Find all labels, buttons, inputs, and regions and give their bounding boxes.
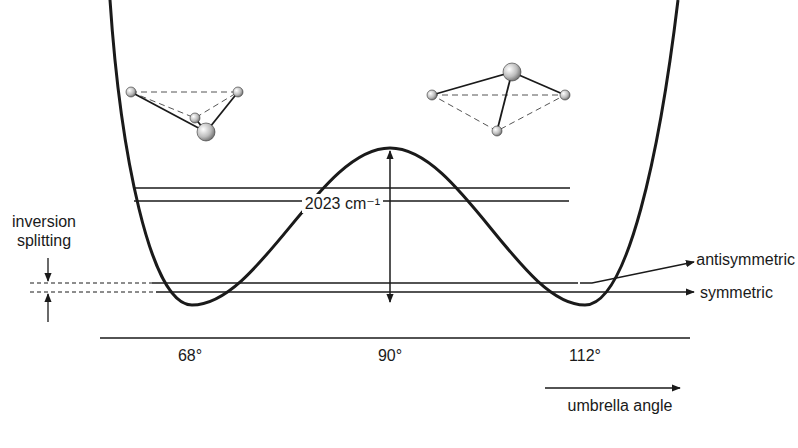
axis-arrow	[545, 387, 680, 388]
potential-curve	[110, 0, 678, 305]
tick-label: 68°	[178, 346, 202, 365]
tick-label: 90°	[378, 346, 402, 365]
level-extension	[30, 292, 156, 293]
state-arrow	[580, 262, 694, 283]
energy-level	[156, 291, 580, 292]
state-label: antisymmetric	[696, 250, 795, 269]
energy-level	[152, 282, 578, 283]
axis-title: umbrella angle	[568, 396, 673, 415]
ammonia-molecule	[427, 63, 570, 136]
tick-label: 112°	[569, 346, 601, 365]
energy-level	[133, 187, 570, 188]
splitting-arrow	[47, 294, 48, 322]
state-arrow	[580, 291, 694, 292]
annotation-label: inversion splitting	[4, 212, 84, 250]
splitting-arrow	[47, 258, 48, 281]
axis-line	[100, 337, 690, 338]
energy-label: 2023 cm⁻¹	[302, 194, 383, 213]
state-label: symmetric	[700, 283, 773, 302]
ammonia-molecule	[126, 87, 243, 141]
barrier-arrow	[389, 151, 391, 302]
level-extension	[30, 283, 152, 284]
